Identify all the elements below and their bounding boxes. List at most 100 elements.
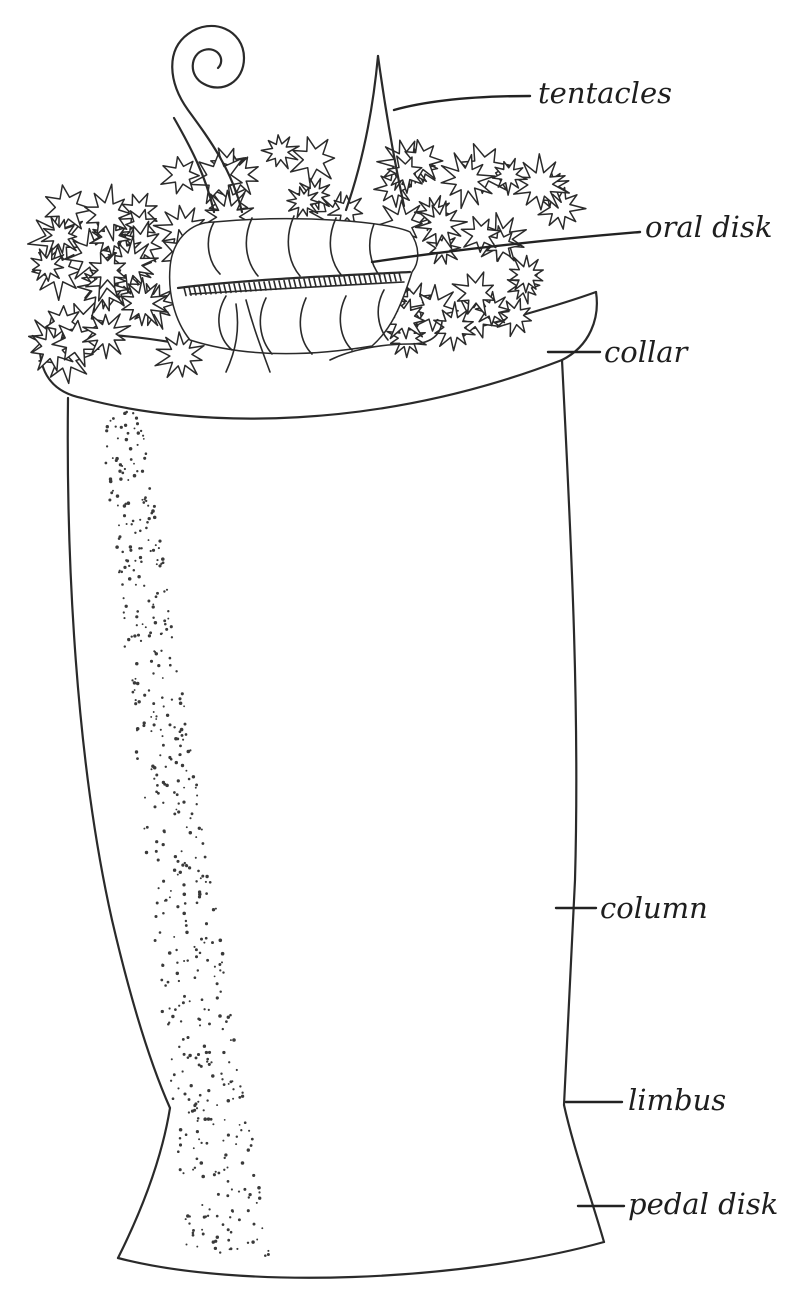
stipple-dot bbox=[145, 527, 148, 530]
stipple-dot bbox=[136, 422, 139, 425]
stipple-dot bbox=[183, 1092, 186, 1095]
stipple-dot bbox=[229, 1216, 231, 1218]
stipple-dot bbox=[120, 426, 123, 429]
stipple-dot bbox=[192, 1169, 194, 1171]
stipple-dot bbox=[121, 583, 124, 586]
stipple-dot bbox=[161, 633, 163, 635]
stipple-dot bbox=[131, 679, 133, 681]
stipple-dot bbox=[206, 959, 209, 962]
stipple-dot bbox=[210, 1061, 212, 1063]
stipple-dot bbox=[119, 477, 122, 480]
stipple-dot bbox=[128, 565, 130, 567]
stipple-dot bbox=[247, 1209, 250, 1212]
stipple-dot bbox=[177, 810, 180, 813]
stipple-dot bbox=[183, 893, 187, 897]
stipple-dot bbox=[171, 698, 173, 700]
stipple-dot bbox=[151, 509, 155, 513]
stipple-dot bbox=[153, 805, 156, 808]
stipple-dot bbox=[178, 1005, 180, 1007]
stipple-dot bbox=[198, 827, 201, 830]
stipple-dot bbox=[188, 1111, 190, 1113]
stipple-dot bbox=[215, 908, 217, 910]
stipple-dot bbox=[222, 971, 224, 973]
stipple-dot bbox=[162, 880, 165, 883]
oral-disk-outline bbox=[170, 219, 418, 354]
stipple-dot bbox=[134, 427, 136, 429]
stipple-dot bbox=[175, 761, 178, 764]
stipple-dot bbox=[177, 779, 180, 782]
stipple-dot bbox=[241, 1092, 243, 1094]
stipple-dot bbox=[196, 803, 198, 805]
stipple-dot bbox=[176, 860, 179, 863]
label-column: column bbox=[600, 891, 708, 925]
stipple-dot bbox=[179, 702, 183, 706]
stipple-dot bbox=[229, 1080, 232, 1083]
stipple-dot bbox=[140, 547, 142, 549]
stipple-dot bbox=[169, 657, 172, 660]
stipple-dot bbox=[188, 778, 191, 781]
stipple-dot bbox=[136, 682, 139, 685]
stipple-dot bbox=[168, 723, 171, 726]
stipple-dot bbox=[215, 1171, 217, 1173]
stipple-dot bbox=[251, 1240, 254, 1243]
stipple-dot bbox=[212, 908, 215, 911]
label-oral-disk: oral disk bbox=[645, 210, 772, 244]
stipple-dot bbox=[147, 505, 149, 507]
stipple-dot bbox=[185, 1133, 188, 1136]
stipple-dot bbox=[173, 791, 176, 794]
stipple-dot bbox=[178, 802, 180, 804]
stipple-dot bbox=[123, 597, 125, 599]
stipple-dot bbox=[227, 1228, 230, 1231]
label-tentacles: tentacles bbox=[538, 76, 672, 110]
stipple-dot bbox=[196, 1157, 199, 1160]
stipple-dot bbox=[211, 1074, 214, 1077]
stipple-dot bbox=[153, 766, 157, 770]
stipple-dot bbox=[195, 787, 197, 789]
stipple-dot bbox=[137, 634, 140, 637]
stipple-dot bbox=[201, 828, 203, 830]
stipple-dot bbox=[231, 1188, 233, 1190]
stipple-dot bbox=[117, 437, 119, 439]
stipple-dot bbox=[106, 425, 109, 428]
stipple-dot bbox=[203, 1109, 205, 1111]
stipple-dot bbox=[193, 946, 195, 948]
stipple-dot bbox=[197, 1053, 200, 1056]
stipple-dot bbox=[230, 1039, 232, 1041]
stipple-dot bbox=[147, 600, 150, 603]
stipple-dot bbox=[236, 1248, 238, 1250]
stipple-dot bbox=[174, 855, 177, 858]
stipple-dot bbox=[164, 984, 167, 987]
stipple-dot bbox=[185, 733, 188, 736]
label-limbus: limbus bbox=[628, 1083, 726, 1117]
stipple-dot bbox=[176, 793, 179, 796]
stipple-dot bbox=[186, 826, 188, 828]
stipple-dot bbox=[166, 589, 168, 591]
stipple-dot bbox=[231, 1209, 234, 1212]
stipple-dot bbox=[209, 881, 212, 884]
stipple-dot bbox=[175, 949, 177, 951]
stipple-dot bbox=[169, 896, 171, 898]
stipple-dot bbox=[169, 664, 172, 667]
stipple-dot bbox=[171, 1058, 173, 1060]
stipple-dot bbox=[142, 623, 144, 625]
stipple-dot bbox=[156, 784, 159, 787]
stipple-dot bbox=[135, 699, 137, 701]
stipple-dot bbox=[204, 856, 207, 859]
stipple-dot bbox=[253, 1223, 256, 1226]
stipple-dot bbox=[222, 1140, 224, 1142]
stipple-dot bbox=[192, 1229, 195, 1232]
stipple-dot bbox=[185, 770, 187, 772]
stipple-dot bbox=[137, 431, 140, 434]
stipple-dot bbox=[196, 1130, 199, 1133]
stipple-dot bbox=[144, 496, 147, 499]
stipple-dot bbox=[133, 634, 136, 637]
stipple-dot bbox=[148, 539, 150, 541]
stipple-dot bbox=[177, 1087, 179, 1089]
stipple-dot bbox=[166, 714, 169, 717]
stipple-dot bbox=[182, 912, 186, 916]
stipple-dot bbox=[195, 880, 197, 882]
stipple-dot bbox=[135, 584, 137, 586]
stipple-dot bbox=[201, 842, 204, 845]
stipple-dot bbox=[150, 768, 152, 770]
stipple-dot bbox=[186, 1214, 190, 1218]
